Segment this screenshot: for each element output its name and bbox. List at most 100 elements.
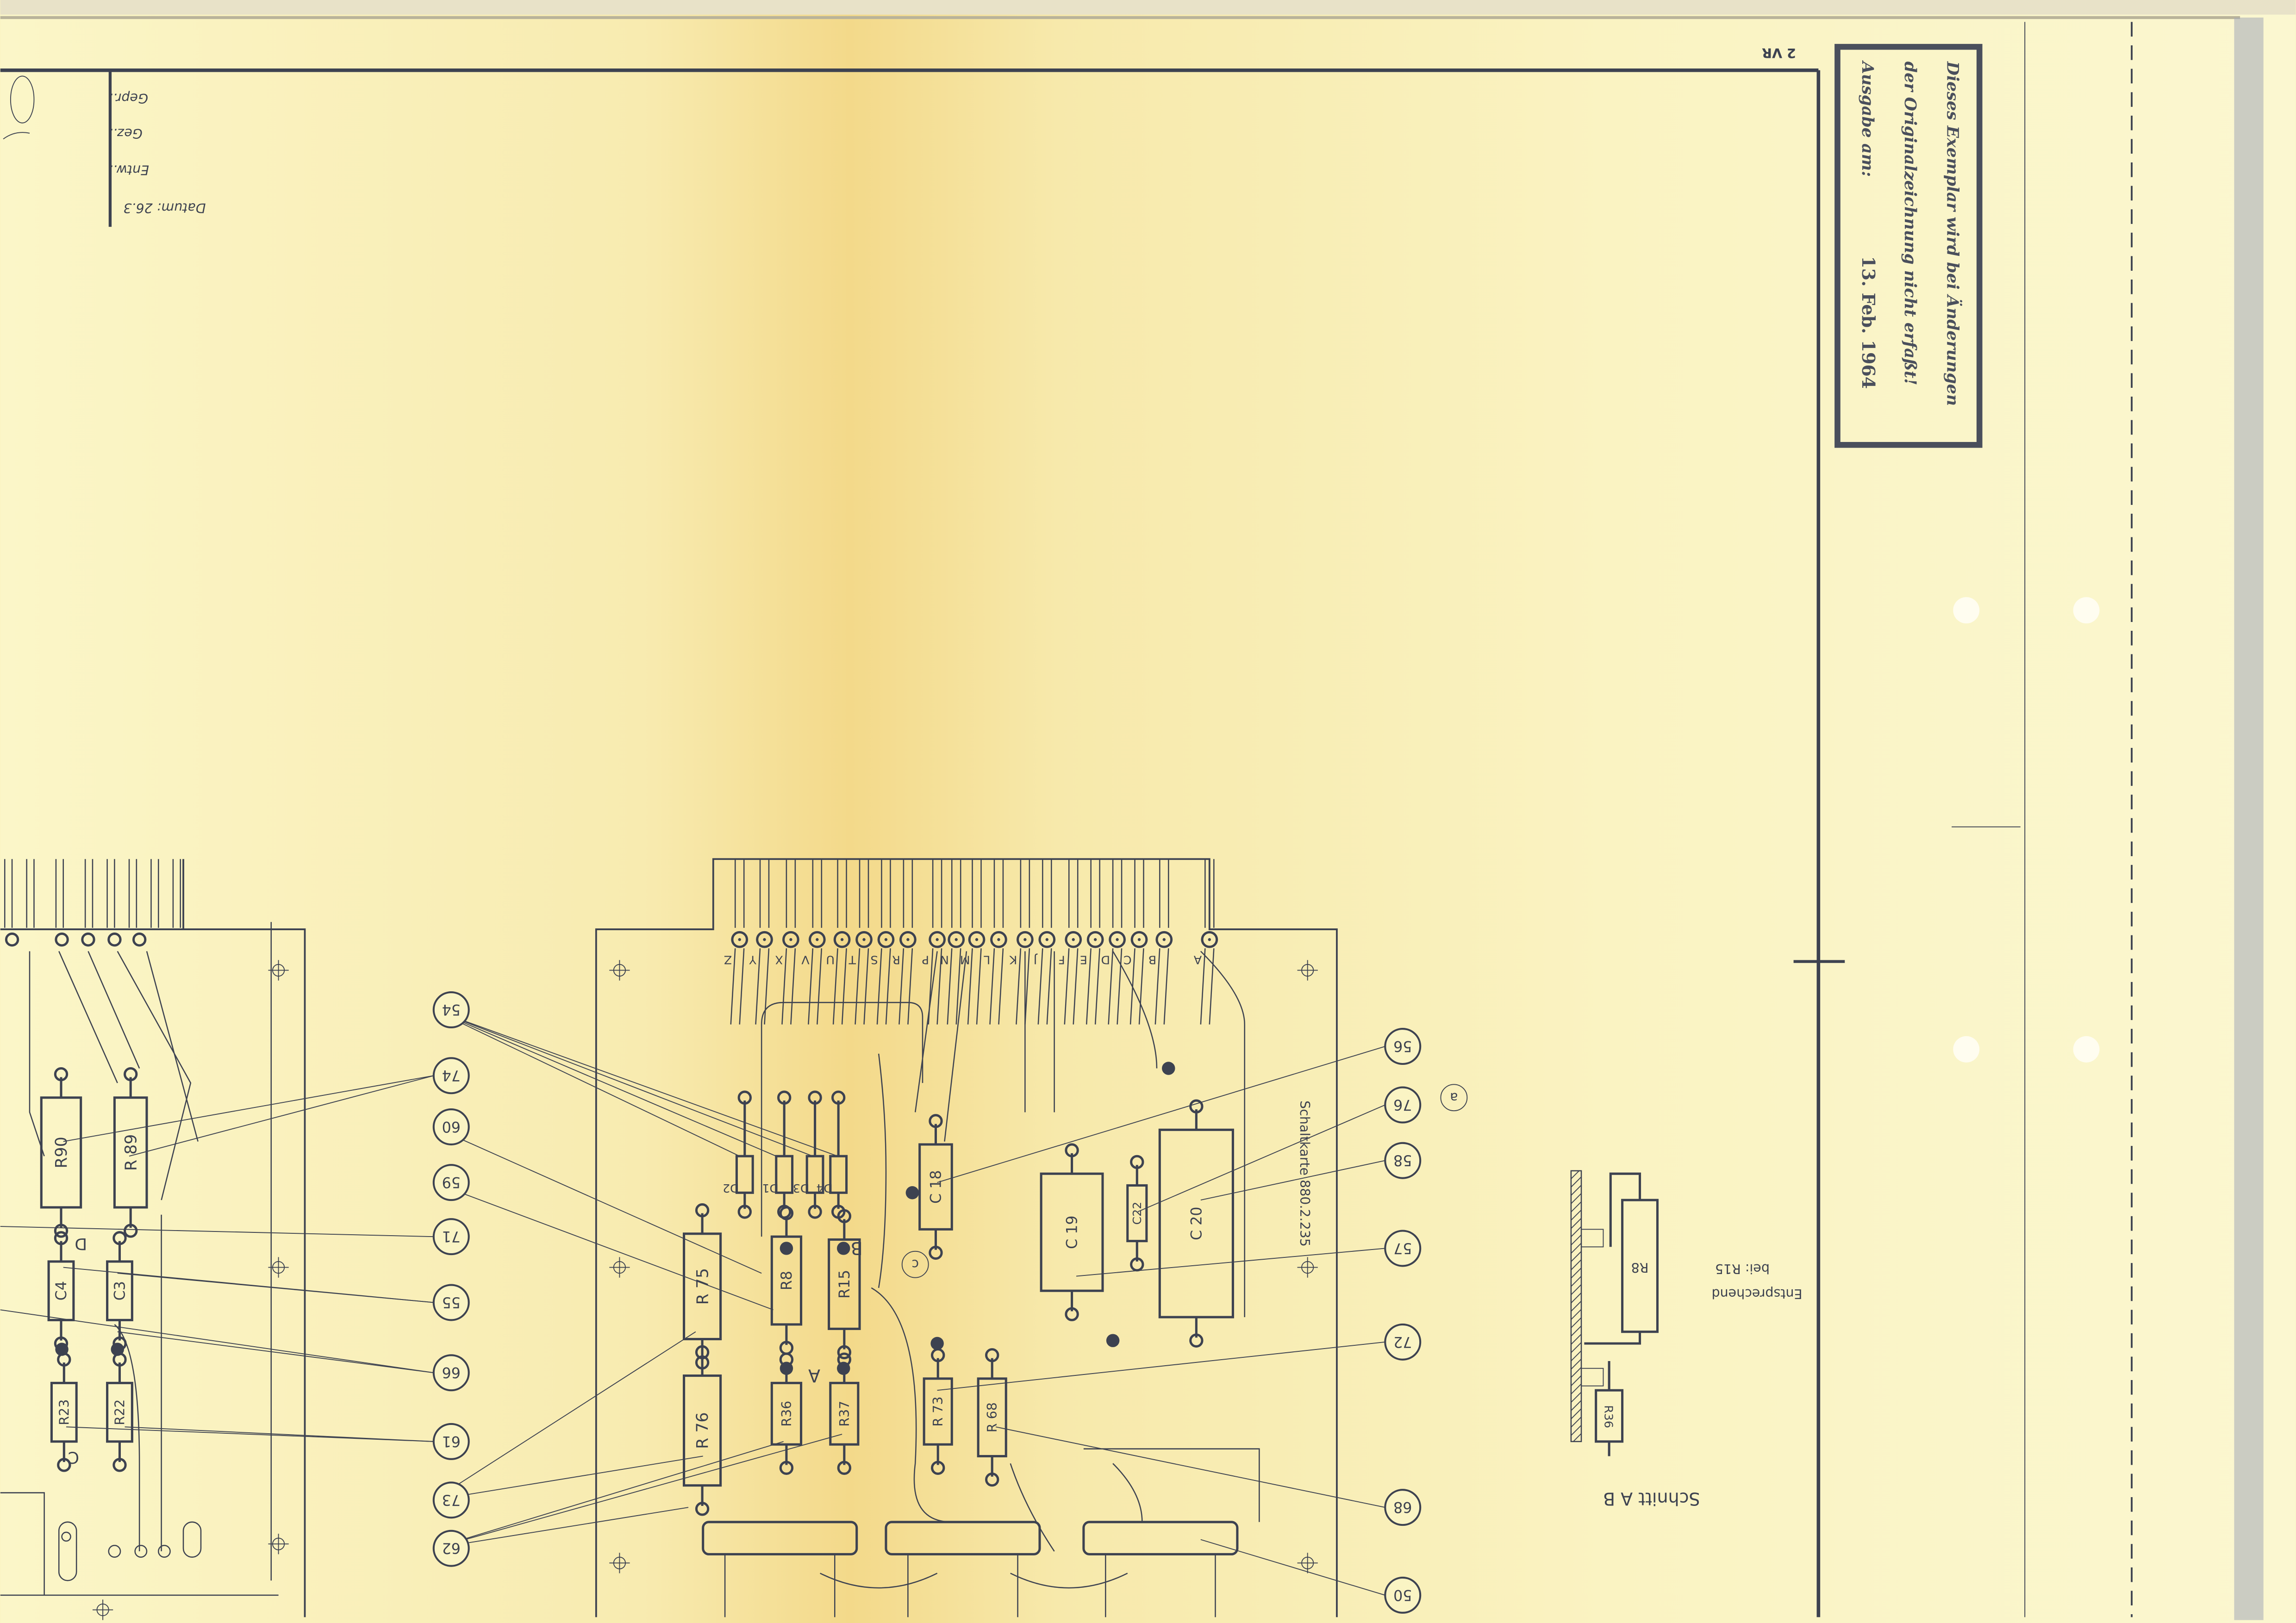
connector-finger (759, 859, 770, 928)
connector-pad (5, 933, 19, 947)
leader-line (66, 1426, 434, 1442)
connector-pad (1038, 931, 1056, 948)
solder-pad (837, 1345, 852, 1360)
component-label-r15: R15 (836, 1270, 853, 1299)
solder-pad (1065, 1307, 1079, 1321)
pin-label-c: C (1123, 953, 1132, 967)
section-mark-c: C (68, 1448, 79, 1466)
trace (967, 948, 982, 1025)
diode-label-d3: D3 (793, 1181, 810, 1195)
mounting-mark (609, 1553, 630, 1573)
solder-pad (54, 1224, 69, 1238)
pad-hole (1116, 938, 1119, 941)
solder-joint (837, 1242, 850, 1255)
pin-label-y: Y (749, 953, 757, 967)
callout-76: 76 (1393, 1096, 1412, 1113)
connector-finger (1042, 859, 1052, 928)
mark-circle-c (901, 1250, 929, 1278)
pad-hole (738, 938, 741, 941)
connector-pad (132, 933, 147, 947)
trace (947, 948, 961, 1025)
solder-pad (112, 1231, 127, 1245)
pad-hole (1162, 938, 1166, 941)
solder-pad (737, 1090, 752, 1105)
solder-pad (737, 1205, 752, 1219)
mounting-mark (609, 960, 630, 981)
edge-connector (1082, 1521, 1239, 1555)
connector-pad (877, 931, 895, 948)
pin-label-e: E (1080, 953, 1087, 967)
pad-hole (789, 938, 792, 941)
leader-line (129, 1075, 434, 1157)
connector-pad (855, 931, 873, 948)
solder-pad (831, 1205, 846, 1219)
pin-label-u: U (826, 953, 835, 967)
trace (1154, 948, 1169, 1025)
trace (1108, 948, 1123, 1025)
leader-line (433, 1009, 740, 1157)
callout-56: 56 (1393, 1038, 1412, 1054)
trace (898, 948, 913, 1025)
callout-60: 60 (442, 1118, 461, 1135)
callout-circle (1384, 1142, 1422, 1179)
pad-hole (906, 938, 910, 941)
mounting-mark (268, 1257, 289, 1278)
section-r8-label: R8 (1631, 1260, 1649, 1275)
pad-hole (936, 938, 939, 941)
connector-pad (81, 933, 95, 947)
leader-line (117, 1331, 434, 1374)
title-block: Gepr.: Gez.: Entw.: Datum: 26.3 (3, 70, 206, 227)
solder-pad (1130, 1155, 1144, 1169)
connector-pad (1155, 931, 1173, 948)
component-label-c22: C22 (1130, 1202, 1144, 1225)
callout-circle (432, 1164, 470, 1201)
mounting-mark (268, 1534, 289, 1555)
component-label-r76: R 76 (693, 1412, 712, 1449)
punch-hole (1953, 1036, 1980, 1063)
trace (781, 948, 796, 1025)
pin-label-l: L (984, 953, 990, 967)
mark-c-label: c (911, 1256, 919, 1272)
pad-hole (816, 938, 819, 941)
solder-joint (780, 1362, 793, 1375)
component-label-c20: C 20 (1188, 1207, 1205, 1240)
section-mark-a: A (808, 1365, 820, 1386)
solder-pad (1189, 1333, 1204, 1348)
solder-pad (808, 1205, 822, 1219)
drawing-frame (0, 68, 2021, 1617)
pad-hole (1137, 938, 1141, 941)
pad-hole (884, 938, 888, 941)
pad-hole (997, 938, 1000, 941)
callout-58: 58 (1393, 1152, 1412, 1169)
connector-pad (1130, 931, 1148, 948)
pin-label-x: X (775, 953, 783, 967)
pin-label-p: P (922, 953, 929, 967)
pad-hole (763, 938, 766, 941)
leader-line (433, 1009, 838, 1157)
leader-line (433, 1182, 774, 1311)
solder-pad (831, 1090, 846, 1105)
connector-finger (881, 859, 891, 928)
pad-hole (1023, 938, 1027, 941)
punch-hole (2073, 597, 2100, 624)
solder-pad (695, 1502, 710, 1516)
component-label-c19: C 19 (1064, 1215, 1081, 1249)
callout-circle (1384, 1230, 1422, 1267)
trace (1200, 948, 1215, 1025)
board-name: Schaltkarte 880.2.235 (1297, 1101, 1312, 1247)
trace (755, 948, 770, 1025)
connector-finger (84, 859, 94, 928)
connector-finger (1090, 859, 1100, 928)
connector-finger (972, 859, 982, 928)
leader-line (1200, 1539, 1385, 1596)
pad-hole (955, 938, 958, 941)
trace (1064, 948, 1079, 1025)
mark-a-label: a (1450, 1090, 1458, 1105)
callout-circle (432, 1530, 470, 1567)
pin-label-f: F (1058, 953, 1065, 967)
edge-connector (702, 1521, 858, 1555)
callout-57: 57 (1393, 1239, 1412, 1256)
connector-pad (990, 931, 1007, 948)
component-label-r68: R 68 (985, 1402, 1000, 1432)
